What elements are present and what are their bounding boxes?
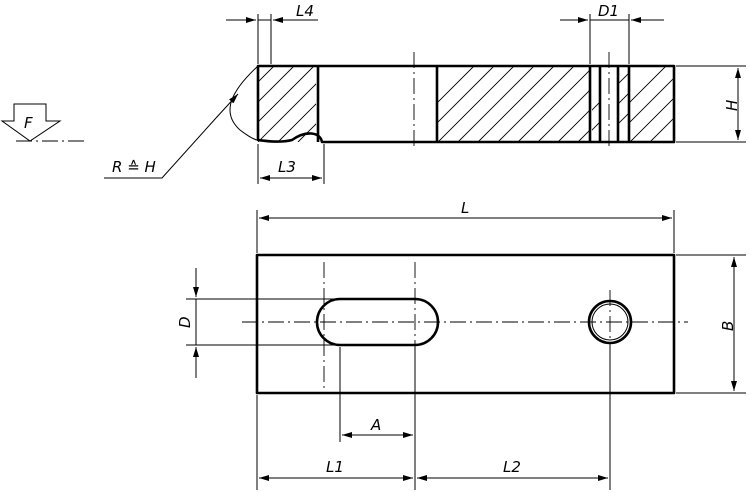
label-h: H xyxy=(723,100,741,111)
section-view: L4 D1 H L3 R ≙ H F xyxy=(0,2,746,184)
label-b: B xyxy=(719,321,737,331)
label-a: A xyxy=(370,416,381,434)
label-radius: R ≙ H xyxy=(112,158,156,176)
label-l: L xyxy=(461,199,469,217)
label-l3: L3 xyxy=(278,158,296,176)
label-l1: L1 xyxy=(326,458,344,476)
label-l2: L2 xyxy=(503,458,521,476)
plate-outline xyxy=(255,253,676,395)
label-f: F xyxy=(24,114,33,132)
hatch-region-left xyxy=(258,66,316,142)
label-d1: D1 xyxy=(598,2,619,20)
section-outline xyxy=(256,64,676,144)
hatch-region-right xyxy=(630,66,674,142)
hatch-region-middle xyxy=(438,66,590,142)
top-view: L B D A L1 L2 xyxy=(176,199,746,490)
label-l4: L4 xyxy=(296,2,314,20)
force-arrow-icon xyxy=(0,103,86,142)
label-d: D xyxy=(176,316,194,328)
